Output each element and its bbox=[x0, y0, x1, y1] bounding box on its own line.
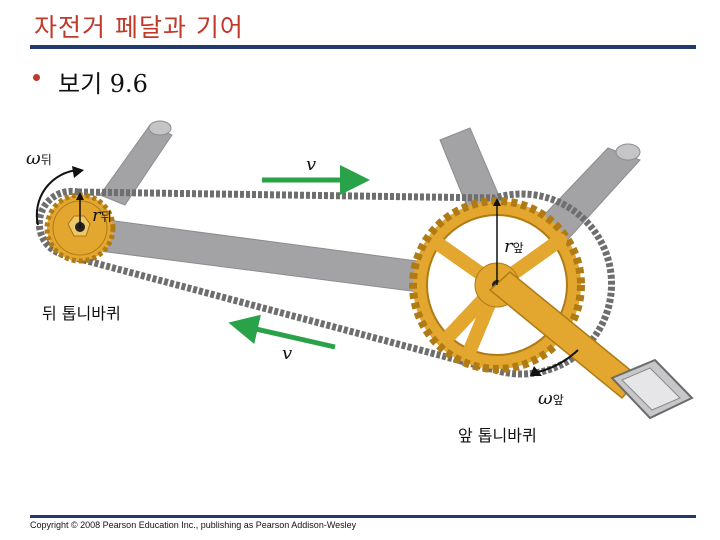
front-omega-label: ω앞 bbox=[538, 388, 564, 409]
front-rotation-arrow-icon bbox=[537, 349, 579, 373]
bullet-marker bbox=[33, 74, 40, 81]
down-tube-end bbox=[615, 143, 641, 161]
rear-rotation-arrow-icon bbox=[35, 169, 79, 226]
rear-sprocket-label: 뒤 톱니바퀴 bbox=[42, 304, 121, 323]
copyright-text: Copyright © 2008 Pearson Education Inc.,… bbox=[30, 520, 357, 530]
footer-rule bbox=[30, 515, 696, 518]
pedal bbox=[610, 358, 694, 420]
chain-velocity-arrow-bottom bbox=[228, 314, 336, 350]
seat-stay-tube bbox=[99, 124, 173, 206]
slide-title: 자전거 페달과 기어 bbox=[34, 13, 244, 42]
bullet-text: 보기 9.6 bbox=[58, 70, 148, 98]
front-radius-arrow bbox=[493, 198, 501, 206]
rear-radius-arrow bbox=[76, 192, 84, 200]
seat-stay-end bbox=[148, 120, 172, 136]
front-radius-label: r앞 bbox=[504, 236, 524, 257]
bike-chain bbox=[35, 187, 615, 378]
front-sprocket-label: 앞 톱니바퀴 bbox=[458, 426, 537, 445]
velocity-label-top: v bbox=[306, 154, 317, 175]
rear-omega-label: ω뒤 bbox=[26, 148, 52, 169]
rear-radius-label: r뒤 bbox=[92, 205, 112, 226]
rear-sprocket bbox=[44, 192, 116, 264]
velocity-label-bottom: v bbox=[282, 343, 293, 364]
title-rule bbox=[30, 45, 696, 49]
